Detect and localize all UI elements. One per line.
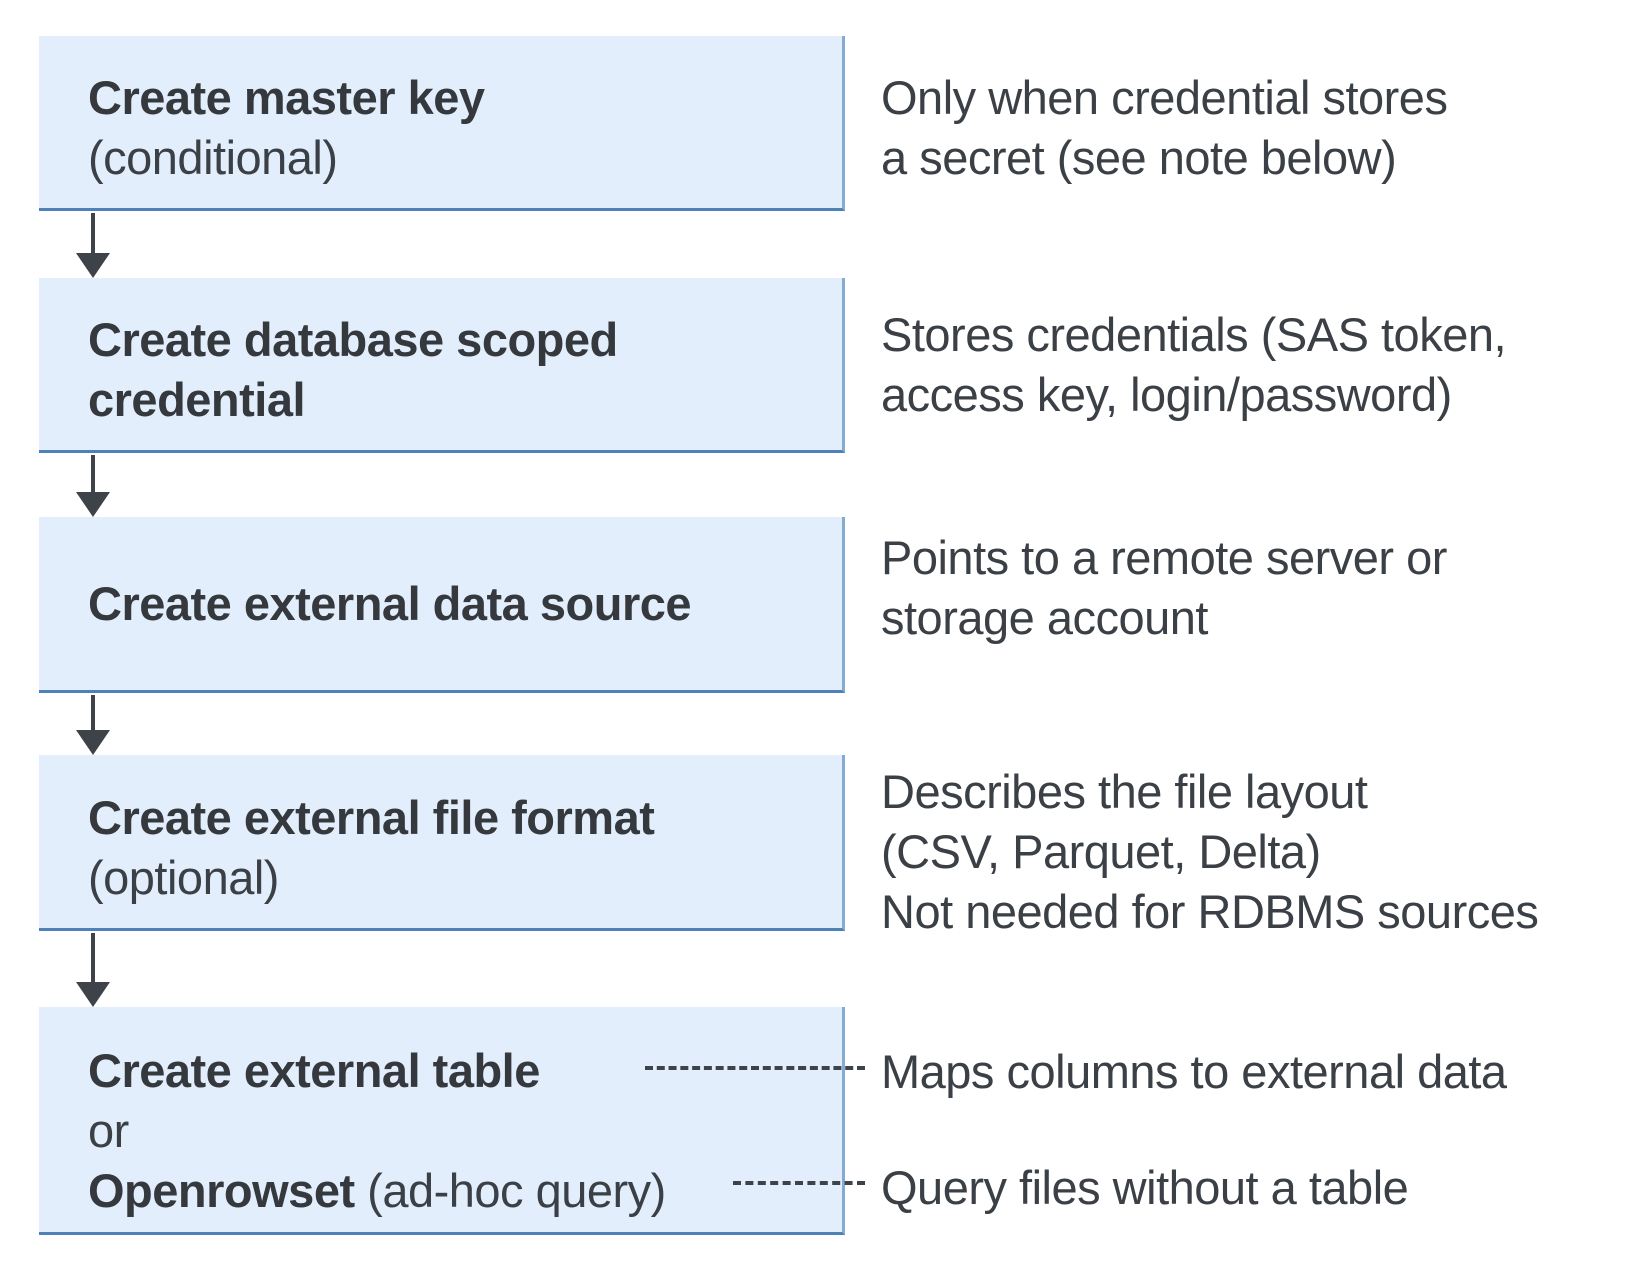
arrow-head (76, 253, 110, 278)
step-box-create-database-scoped-credential: Create database scoped credential (39, 278, 845, 453)
annotation-line: storage account (881, 591, 1208, 644)
step-or-label: or (88, 1103, 129, 1157)
annotation-line: Only when credential stores (881, 71, 1448, 124)
annotation-line: Maps columns to external data (881, 1045, 1507, 1098)
annotation-line: (CSV, Parquet, Delta) (881, 825, 1321, 878)
openrowset-note-label: (ad-hoc query) (354, 1163, 666, 1217)
annotation-line: Not needed for RDBMS sources (881, 885, 1539, 938)
step-title: Create external file format (88, 790, 655, 844)
annotation-line: Points to a remote server or (881, 531, 1447, 584)
step-subtitle: (conditional) (88, 131, 338, 184)
down-arrow (75, 213, 111, 278)
arrow-head (76, 730, 110, 755)
step-title: Create database scoped (88, 313, 618, 366)
step-box-create-external-data-source: Create external data source (39, 517, 845, 693)
arrow-shaft (91, 455, 95, 494)
annotation-data-source: Points to a remote server or storage acc… (881, 528, 1447, 648)
step-box-create-external-file-format: Create external file format (optional) (39, 755, 845, 931)
arrow-head (76, 982, 110, 1007)
arrow-shaft (91, 695, 95, 732)
annotation-line: Describes the file layout (881, 765, 1368, 818)
arrow-head (76, 492, 110, 517)
down-arrow (75, 933, 111, 1007)
step-title: Create master key (88, 71, 485, 124)
dashed-connector-openrowset (733, 1181, 865, 1185)
annotation-line: access key, login/password) (881, 368, 1452, 421)
step-title: Create external data source (88, 576, 692, 630)
arrow-shaft (91, 933, 95, 984)
annotation-openrowset: Query files without a table (881, 1158, 1409, 1218)
step-box-create-external-table-or-openrowset: Create external table or Openrowset (ad-… (39, 1007, 845, 1235)
annotation-line: Query files without a table (881, 1161, 1409, 1214)
down-arrow (75, 455, 111, 517)
annotation-line: Stores credentials (SAS token, (881, 308, 1507, 361)
annotation-line: a secret (see note below) (881, 131, 1397, 184)
step-title: credential (88, 373, 306, 426)
step-box-create-master-key: Create master key (conditional) (39, 36, 845, 211)
step-title-openrowset: Openrowset (ad-hoc query) (88, 1161, 842, 1221)
annotation-master-key: Only when credential stores a secret (se… (881, 68, 1448, 188)
annotation-credential: Stores credentials (SAS token, access ke… (881, 305, 1507, 425)
step-title: Create external table (88, 1043, 540, 1097)
down-arrow (75, 695, 111, 755)
openrowset-bold-label: Openrowset (88, 1163, 355, 1217)
dashed-connector-external-table (645, 1066, 865, 1070)
annotation-external-table: Maps columns to external data (881, 1042, 1507, 1102)
step-subtitle: (optional) (88, 850, 279, 904)
annotation-file-format: Describes the file layout (CSV, Parquet,… (881, 762, 1539, 942)
arrow-shaft (91, 213, 95, 255)
